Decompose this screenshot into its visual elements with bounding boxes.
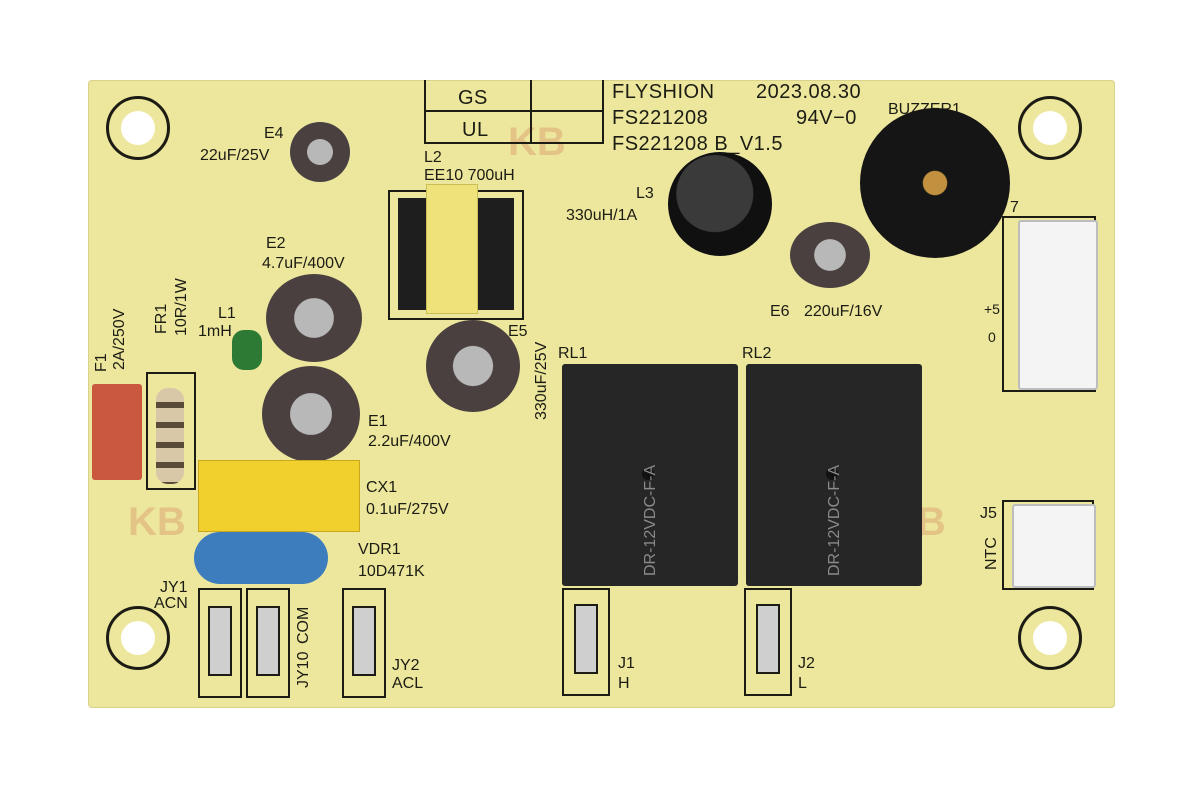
j1-outline	[562, 588, 610, 696]
mounting-hole-bottom-left	[106, 606, 170, 670]
jy1-ref: JY1	[160, 579, 188, 596]
terminal-j2[interactable]	[756, 604, 780, 674]
e1-value: 2.2uF/400V	[368, 433, 451, 450]
cx1-value: 0.1uF/275V	[366, 501, 449, 518]
e5-value: 330uF/25V	[533, 341, 550, 420]
relay-rl1: DR-12VDC-F-A	[562, 364, 738, 586]
jy1-outline	[198, 588, 242, 698]
power-connector[interactable]	[1018, 220, 1098, 390]
relay-rl2: DR-12VDC-F-A	[746, 364, 922, 586]
mounting-hole-bottom-right	[1018, 606, 1082, 670]
cert-table	[424, 80, 604, 144]
f1-value: 2A/250V	[111, 308, 128, 370]
jy2-ref: JY2	[392, 657, 420, 674]
l1-value: 1mH	[198, 323, 232, 340]
j2-signal: L	[798, 675, 807, 692]
connector-ref-partial: 7	[1010, 199, 1019, 216]
rl2-ref: RL2	[742, 345, 772, 362]
cert-ul: UL	[462, 119, 489, 141]
jy1-signal: ACN	[154, 595, 188, 612]
inductor-l1	[232, 330, 262, 370]
inductor-l3	[668, 152, 772, 256]
capacitor-e5	[426, 320, 520, 412]
l3-value: 330uH/1A	[566, 207, 638, 224]
pcb-board: KB KB KB GS UL FLYSHION 2023.08.30 FS221…	[88, 80, 1115, 708]
fr1-ref: FR1	[153, 303, 170, 334]
terminal-jy2[interactable]	[352, 606, 376, 676]
e6-ref: E6	[770, 303, 790, 320]
l2-ref: L2	[424, 149, 442, 166]
jy10-signal: COM	[295, 606, 312, 644]
capacitor-e4	[290, 122, 350, 182]
mounting-hole-top-right	[1018, 96, 1082, 160]
capacitor-e6	[790, 222, 870, 288]
capacitor-e2	[266, 274, 362, 362]
rl1-ref: RL1	[558, 345, 588, 362]
cert-gs: GS	[458, 87, 488, 109]
e2-value: 4.7uF/400V	[262, 255, 345, 272]
vdr1-value: 10D471K	[358, 563, 425, 580]
ntc-connector[interactable]	[1012, 504, 1096, 588]
jy2-outline	[342, 588, 386, 698]
e2-ref: E2	[266, 235, 286, 252]
ul-mark: 94V−0	[796, 107, 857, 129]
pin-zero-label: 0	[988, 329, 996, 345]
fr1-value: 10R/1W	[173, 278, 190, 336]
capacitor-cx1	[198, 460, 360, 532]
part-number: FS221208	[612, 107, 709, 129]
relay-marker	[642, 468, 654, 480]
relay-rl2-label: DR-12VDC-F-A	[826, 464, 843, 576]
f1-ref: F1	[93, 353, 110, 372]
mounting-hole-top-left	[106, 96, 170, 160]
date-label: 2023.08.30	[756, 81, 862, 103]
j2-ref: J2	[798, 655, 815, 672]
fuse-f1	[92, 384, 142, 480]
maker-label: FLYSHION	[612, 81, 715, 103]
board-version: FS221208 B_V1.5	[612, 133, 783, 155]
vdr1-ref: VDR1	[358, 541, 401, 558]
terminal-j1[interactable]	[574, 604, 598, 674]
relay-rl1-label: DR-12VDC-F-A	[642, 464, 659, 576]
terminal-jy1[interactable]	[208, 606, 232, 676]
jy10-outline	[246, 588, 290, 698]
l3-ref: L3	[636, 185, 654, 202]
e1-ref: E1	[368, 413, 388, 430]
j2-outline	[744, 588, 792, 696]
resistor-fr1	[156, 388, 184, 484]
fr1-outline	[146, 372, 196, 490]
transformer-l2-core	[426, 184, 478, 314]
e6-value: 220uF/16V	[804, 303, 883, 320]
j5-ref: J5	[980, 505, 997, 522]
l1-ref: L1	[218, 305, 236, 322]
e4-ref: E4	[264, 125, 284, 142]
j1-signal: H	[618, 675, 630, 692]
varistor-vdr1	[194, 532, 328, 584]
relay-marker	[826, 468, 838, 480]
l2-value: EE10 700uH	[424, 167, 515, 184]
capacitor-e1	[262, 366, 360, 462]
j1-ref: J1	[618, 655, 635, 672]
buzzer	[860, 108, 1010, 258]
e4-value: 22uF/25V	[200, 147, 270, 164]
terminal-jy10[interactable]	[256, 606, 280, 676]
e5-ref: E5	[508, 323, 528, 340]
pin-plus5-label: +5	[984, 301, 1000, 317]
cx1-ref: CX1	[366, 479, 398, 496]
faded-mark: KB	[128, 500, 186, 544]
jy10-ref: JY10	[295, 651, 312, 688]
ntc-label: NTC	[983, 537, 1000, 570]
jy2-signal: ACL	[392, 675, 424, 692]
